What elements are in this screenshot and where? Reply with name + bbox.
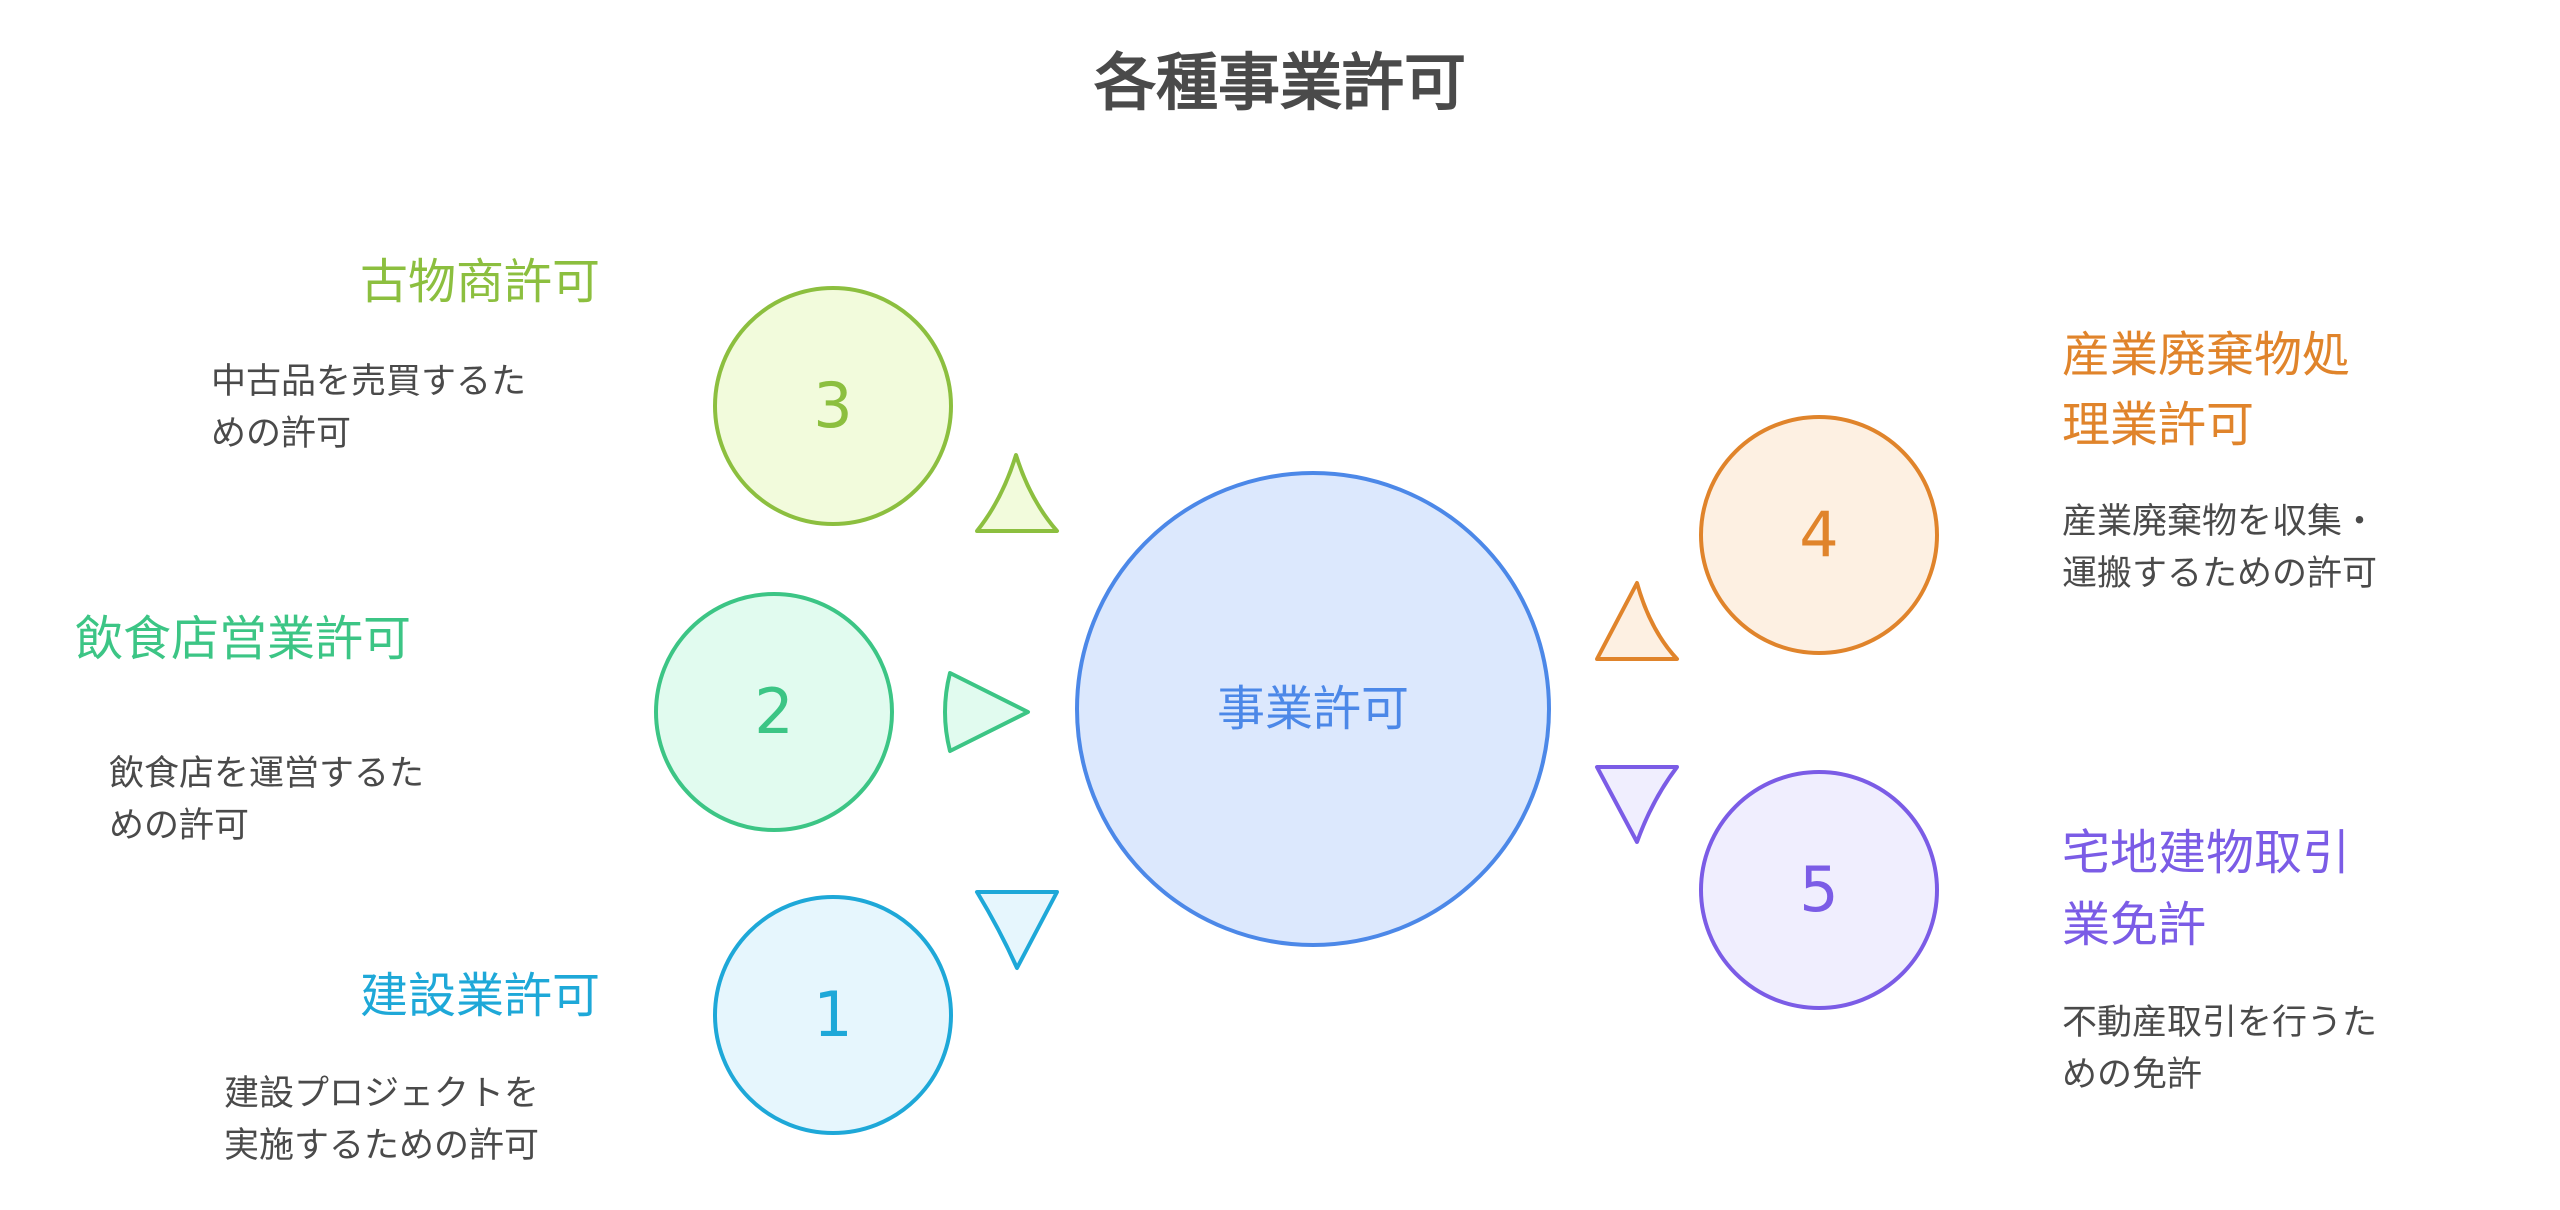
center-circle <box>1075 471 1551 947</box>
arrow-triangle-3 <box>975 453 1059 533</box>
number-5: 5 <box>1799 853 1839 926</box>
description-4: 産業廃棄物を収集・ 運搬するための許可 <box>2062 496 2377 600</box>
description-line: 実施するための許可 <box>224 1126 540 1166</box>
description-line: めの免許 <box>2062 1055 2203 1095</box>
heading-4: 産業廃棄物処 理業許可 <box>2062 320 2350 460</box>
description-line: 飲食店を運営するた <box>109 754 425 794</box>
circle-2 <box>654 592 894 832</box>
arrow-triangle-2 <box>943 671 1030 753</box>
heading-1: 建設業許可 <box>359 968 600 1024</box>
description-line: 建設プロジェクトを <box>224 1074 540 1114</box>
center-label: 事業許可 <box>1216 681 1409 737</box>
description-line: めの許可 <box>211 414 352 454</box>
circle-4 <box>1699 415 1939 655</box>
description-2: 飲食店を運営するた めの許可 <box>109 748 424 852</box>
arrow-triangle-1 <box>975 890 1059 970</box>
description-line: 中古品を売買するた <box>211 362 527 402</box>
arrow-triangle-4 <box>1595 581 1679 661</box>
heading-line: 産業廃棄物処 <box>2062 327 2351 383</box>
number-2: 2 <box>754 675 794 748</box>
circle-5 <box>1699 770 1939 1010</box>
number-4: 4 <box>1799 498 1839 571</box>
heading-2: 飲食店営業許可 <box>75 611 412 667</box>
description-3: 中古品を売買するた めの許可 <box>211 356 526 460</box>
arrow-triangle-5 <box>1595 765 1679 844</box>
description-line: 運搬するための許可 <box>2062 554 2378 594</box>
heading-line: 理業許可 <box>2062 397 2255 453</box>
number-1: 1 <box>813 978 853 1051</box>
heading-line: 宅地建物取引 <box>2062 825 2351 881</box>
circle-3 <box>713 286 953 526</box>
description-1: 建設プロジェクトを 実施するための許可 <box>224 1068 539 1172</box>
heading-3: 古物商許可 <box>359 254 600 310</box>
description-line: めの許可 <box>109 806 250 846</box>
circle-1 <box>713 895 953 1135</box>
description-5: 不動産取引を行うた めの免許 <box>2062 997 2377 1101</box>
page-title: 各種事業許可 <box>1093 46 1466 119</box>
description-line: 産業廃棄物を収集・ <box>2062 502 2378 542</box>
number-3: 3 <box>813 369 853 442</box>
heading-5: 宅地建物取引 業免許 <box>2062 817 2350 961</box>
description-line: 不動産取引を行うた <box>2062 1003 2378 1043</box>
heading-line: 業免許 <box>2062 897 2207 953</box>
